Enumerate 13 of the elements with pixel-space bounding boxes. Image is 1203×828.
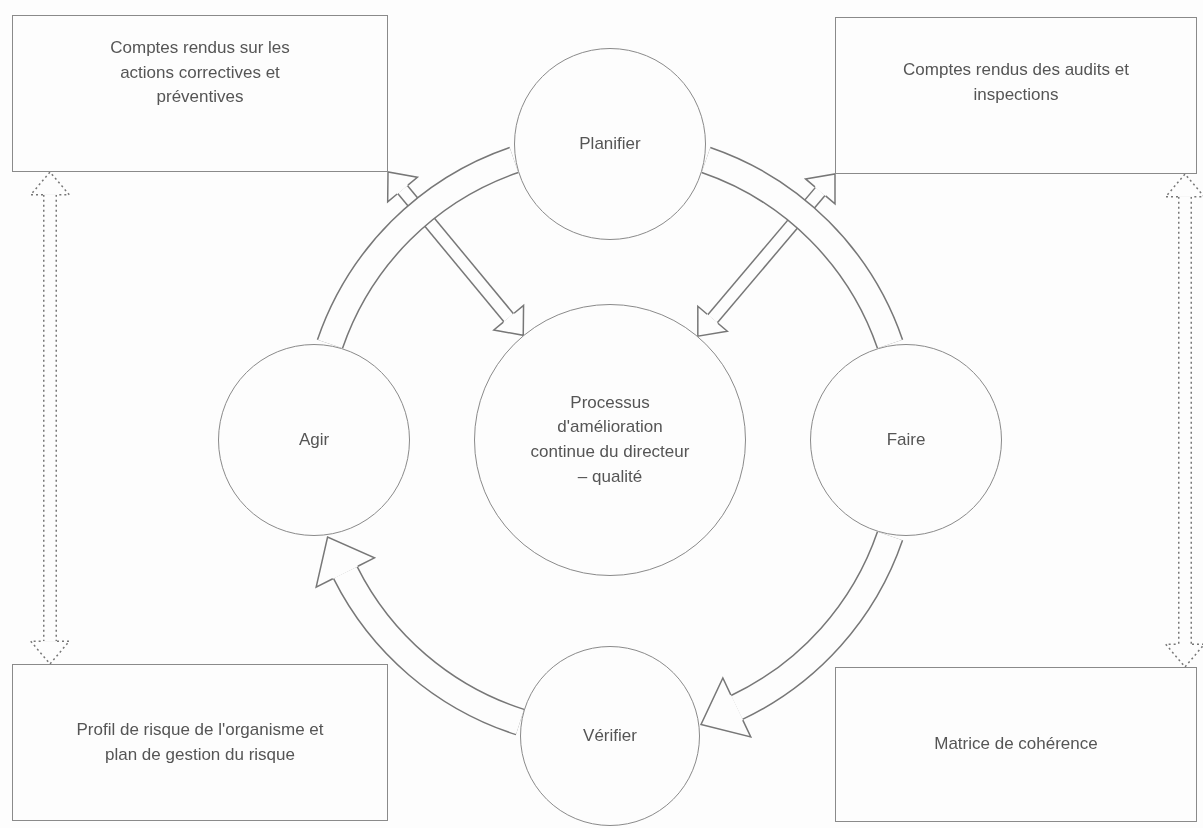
node-text: Processus d'amélioration continue du directeur – qualité xyxy=(529,391,691,488)
text-box xyxy=(12,664,388,821)
node-text: Comptes rendus sur les actions correctives et préventives xyxy=(109,37,291,109)
node-text: Matrice de cohérence xyxy=(934,733,1098,756)
text-box xyxy=(835,17,1197,174)
node-text: Faire xyxy=(886,428,926,451)
node-text: Vérifier xyxy=(583,724,637,747)
node-text: Planifier xyxy=(579,132,641,155)
node-text: Agir xyxy=(298,428,330,451)
node-text: Comptes rendus des audits et inspections xyxy=(902,59,1130,106)
text-box xyxy=(835,667,1197,822)
text-box xyxy=(12,15,388,172)
node-text: Profil de risque de l'organisme et plan de gestion du risque xyxy=(75,718,325,766)
